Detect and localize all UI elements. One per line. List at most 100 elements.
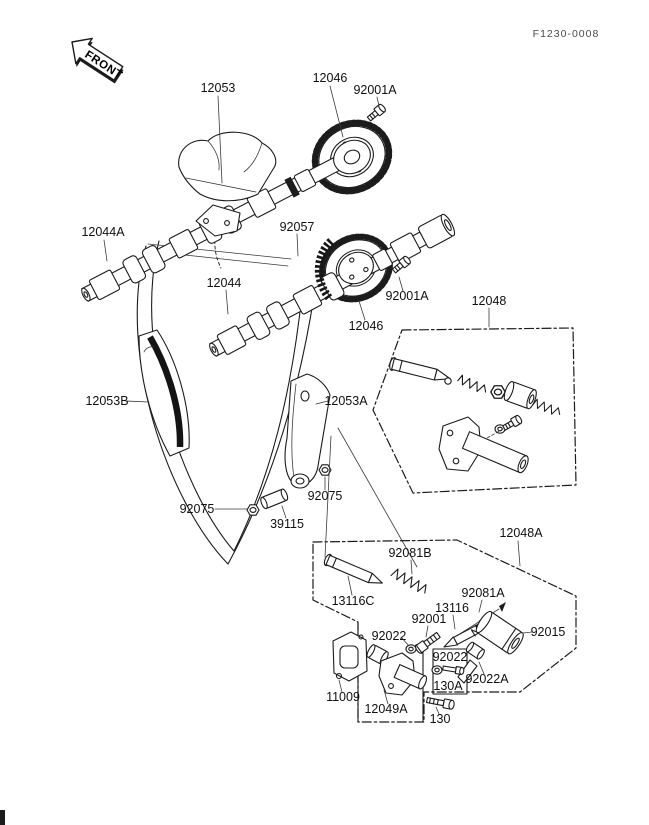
cam-lobe [320, 272, 345, 301]
chain-hidden-run [214, 223, 222, 269]
cap-hole [224, 220, 230, 226]
bracket-hole [335, 672, 343, 680]
front-arrow-icon [71, 37, 124, 81]
piston-bore [528, 394, 535, 405]
body-hole [452, 457, 460, 465]
leader-line [383, 689, 389, 705]
arm-hole [300, 390, 310, 402]
leader-line [435, 706, 440, 715]
journal [389, 232, 422, 263]
thread [432, 698, 435, 705]
tensioner-assembly-b-box [312, 539, 577, 723]
leader-line [329, 85, 344, 138]
part-label-92001: 92001 [412, 612, 447, 626]
bolt [501, 413, 524, 433]
damper-piston-drawing [503, 380, 537, 410]
leader-line [410, 559, 413, 575]
part-label-13116: 13116 [435, 601, 469, 615]
cover-outline [178, 131, 277, 202]
damper-92015-drawing [475, 610, 524, 655]
hub-bore [343, 149, 361, 165]
thread [432, 634, 438, 641]
bolt [365, 102, 388, 123]
nut-92075-left [246, 504, 260, 516]
registration-mark [0, 810, 5, 825]
bracket-11009-drawing [332, 631, 368, 682]
bearing-cap-drawing [195, 204, 241, 237]
bolt-92001-drawing [414, 631, 441, 654]
collar-92022a-drawing [465, 641, 485, 660]
collar-cap [476, 648, 485, 660]
rod-collar [331, 557, 337, 568]
shaft-end-hole [83, 291, 89, 298]
part-label-12048: 12048 [472, 294, 507, 308]
funnel-washer [457, 659, 478, 684]
cover-detail [207, 140, 220, 171]
part-label-12044: 12044 [207, 276, 242, 290]
part-label-13116c: 13116C [332, 594, 375, 608]
body-hole [388, 683, 394, 689]
leader-line [338, 679, 343, 693]
leader-line [522, 631, 533, 634]
damper-cap [475, 610, 493, 634]
hub-hole [349, 274, 355, 280]
piston-cap [503, 380, 515, 402]
journal [168, 229, 199, 259]
assembly-boundary [372, 327, 577, 494]
part-label-12046-lower: 12046 [349, 319, 384, 333]
guide-detail [143, 346, 155, 353]
nut [490, 385, 506, 399]
tensioner-assembly-box [372, 327, 577, 494]
thread [429, 636, 435, 643]
journal [88, 269, 121, 300]
rod-body [325, 554, 373, 584]
front-direction-marker: FRONT [71, 37, 124, 84]
bolt-130-drawing [425, 696, 455, 710]
shaft-end [209, 342, 219, 357]
tensioner-body-drawing [438, 416, 529, 474]
bracket-slot [339, 645, 359, 669]
bracket-hole [358, 634, 364, 640]
camshaft-intake-drawing [209, 213, 456, 357]
cam-lobe [266, 301, 290, 330]
guide-face [147, 335, 184, 448]
part-label-92081a: 92081A [461, 586, 505, 600]
leader-line [281, 505, 287, 519]
sprocket-upper-hub [333, 139, 371, 175]
cap-face [366, 644, 376, 658]
hub-hole [363, 266, 369, 273]
shaft-end-bore [443, 219, 452, 232]
leader-line [517, 540, 521, 567]
part-label-12053: 12053 [201, 81, 236, 95]
part-label-130: 130 [430, 712, 451, 726]
journal [216, 325, 247, 355]
bolt-130a-drawing [442, 665, 465, 675]
part-label-12049a: 12049A [364, 702, 408, 716]
thread [426, 638, 432, 645]
cover-detail [243, 142, 263, 173]
nose-bore [519, 459, 527, 469]
leader-line [425, 625, 429, 638]
leader-line [217, 95, 223, 184]
leader-line [358, 300, 366, 321]
set-bolt-drawing [501, 413, 524, 433]
part-label-12053a: 12053A [324, 394, 368, 408]
spring-92081b [390, 567, 430, 596]
pin-cap [280, 488, 289, 501]
cap-outline [195, 204, 241, 237]
part-label-92022-a: 92022 [372, 629, 407, 643]
part-label-12046-upper: 12046 [313, 71, 348, 85]
sprocket-bolt-upper-drawing [365, 102, 388, 123]
part-label-39115: 39115 [270, 517, 304, 531]
washer-130a [431, 665, 443, 675]
push-rod-c-drawing [323, 553, 383, 584]
leader-lines [103, 85, 533, 715]
part-label-130a: 130A [433, 679, 463, 693]
bolt-head-face [448, 699, 455, 710]
construction-line [324, 435, 332, 558]
bracket-outline [332, 631, 368, 682]
part-label-92075-left: 92075 [180, 502, 215, 516]
leader-line [478, 661, 485, 675]
leader-line [452, 614, 456, 630]
body-hole [446, 429, 454, 437]
